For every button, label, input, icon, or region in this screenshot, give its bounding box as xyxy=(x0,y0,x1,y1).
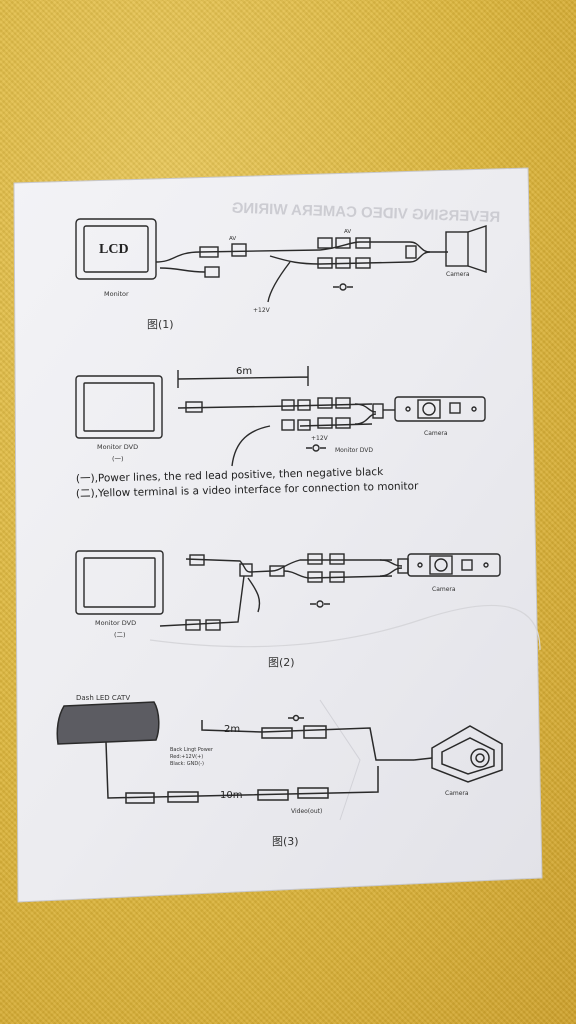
camera-label-3: Camera xyxy=(432,586,456,593)
monitor-dvd-sub-1: (一) xyxy=(112,455,124,463)
camera-2 xyxy=(394,396,486,422)
diagram-1 xyxy=(75,218,487,303)
camera-4 xyxy=(413,725,503,783)
monitor-label: Monitor xyxy=(104,290,129,298)
paper-crease xyxy=(319,699,361,821)
monitor-dvd-2 xyxy=(75,550,164,615)
camera-label-4: Camera xyxy=(445,790,469,797)
length-10m-label: 10m xyxy=(220,790,242,801)
monitor-dvd-label-1: Monitor DVD xyxy=(97,443,138,451)
lcd-monitor xyxy=(75,218,157,280)
power-note-1: Back Lingt Power xyxy=(170,747,214,753)
dash-led-label: Dash LED CATV xyxy=(76,694,130,702)
lcd-label: LCD xyxy=(99,242,129,257)
camera-label-1: Camera xyxy=(446,271,470,278)
figure-caption-2: 图(2) xyxy=(268,656,295,669)
camera-1 xyxy=(445,231,469,267)
length-2m-label: 2m xyxy=(224,724,240,735)
camera-3 xyxy=(407,553,501,577)
figure-caption-1: 图(1) xyxy=(147,318,174,331)
video-out-label: Video(out) xyxy=(291,808,322,815)
length-6m-label: 6m xyxy=(236,366,252,377)
monitor-dvd-sub-2: (二) xyxy=(114,631,126,639)
camera-label-2: Camera xyxy=(424,430,448,437)
power-note-3: Black: GND(-) xyxy=(170,761,204,767)
power-label-1: +12V xyxy=(253,307,271,314)
diagram-4 xyxy=(56,701,503,804)
power-label-2: +12V xyxy=(311,435,329,442)
figure-caption-3: 图(3) xyxy=(272,835,299,848)
av-left-label: AV xyxy=(229,236,236,242)
diagram-3 xyxy=(75,550,501,631)
av-right-label: AV xyxy=(344,229,351,235)
monitor-dvd-label-2: Monitor DVD xyxy=(335,447,373,454)
diagram-2 xyxy=(75,366,486,467)
monitor-dvd-label-3: Monitor DVD xyxy=(95,619,136,627)
paper-crease xyxy=(149,604,541,651)
dash-led-display xyxy=(56,701,160,745)
power-note-2: Red:+12V(+) xyxy=(170,754,203,760)
monitor-dvd-1 xyxy=(75,375,163,439)
